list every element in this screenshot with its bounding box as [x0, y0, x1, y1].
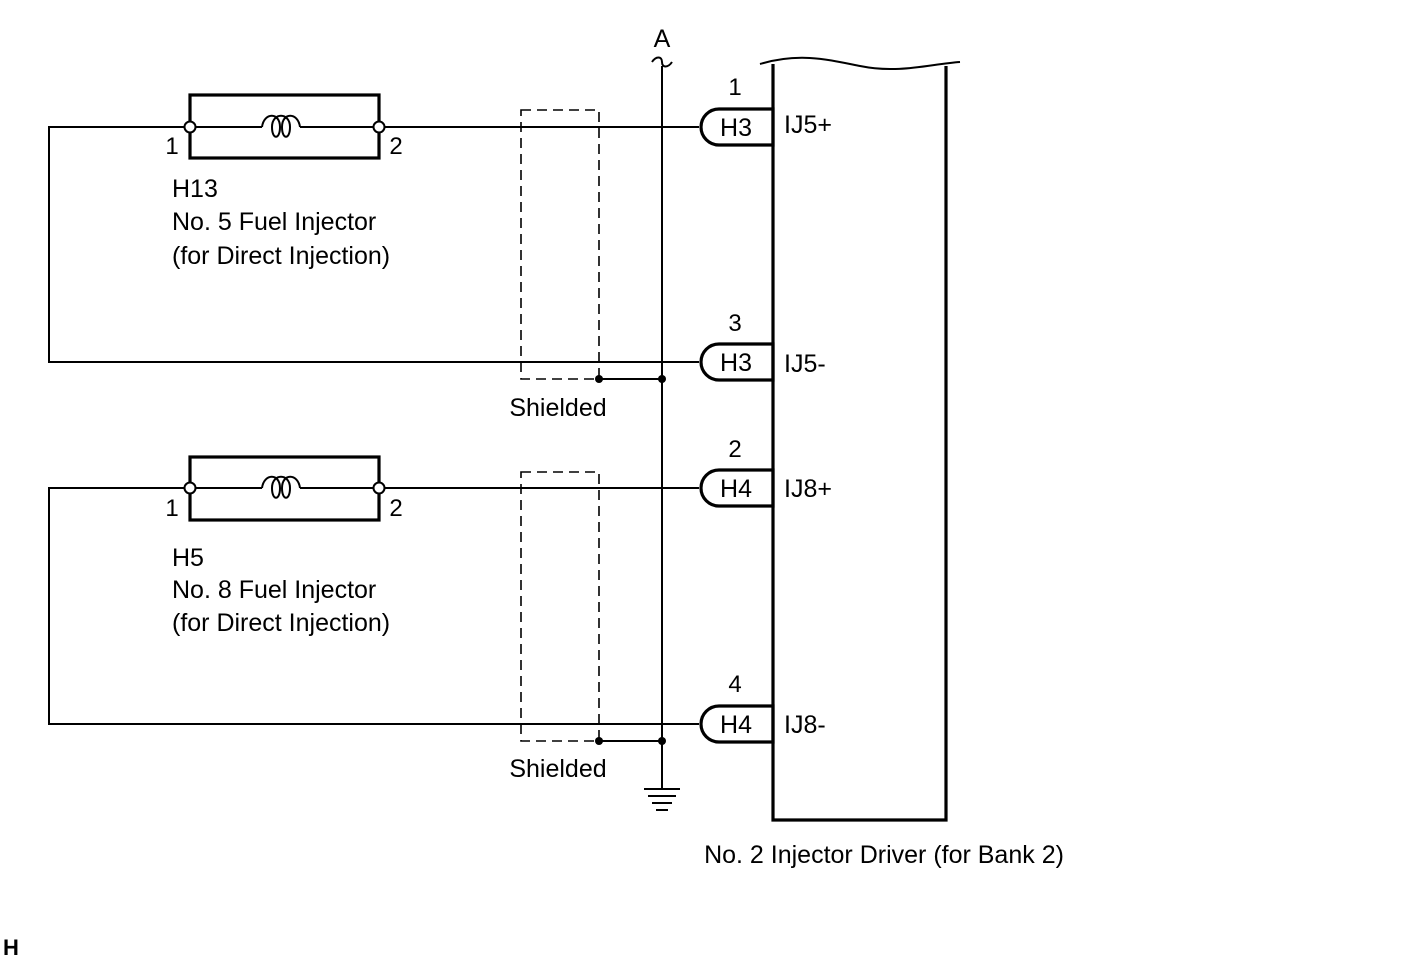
connector-pin-number: 4	[728, 671, 741, 698]
terminal-icon	[372, 120, 386, 134]
injector-pin-label: 2	[389, 133, 402, 160]
wires-injector-no5	[48, 126, 699, 363]
shield-2	[520, 471, 662, 745]
solenoid-coil-icon	[261, 475, 301, 499]
connector-pill-3	[699, 468, 775, 508]
terminal-icon	[183, 120, 197, 134]
terminal-name: IJ5+	[784, 111, 832, 139]
injector-pin-label: 2	[389, 495, 402, 522]
connector-pill-4	[699, 704, 775, 744]
connector-pin-number: 3	[728, 310, 741, 337]
connector-pill-1	[699, 107, 775, 147]
solenoid-coil-icon	[261, 114, 301, 138]
injector-code: H13	[172, 175, 218, 203]
signal-label: A	[654, 25, 671, 53]
connector-code: H4	[720, 475, 752, 503]
connector-code: H4	[720, 711, 752, 739]
ground-icon	[644, 788, 680, 811]
injector-no8	[183, 455, 386, 522]
injector-name: No. 5 Fuel Injector	[172, 208, 376, 236]
injector-driver-block	[759, 56, 961, 822]
shield-1	[520, 109, 662, 383]
shield-label: Shielded	[509, 755, 606, 783]
injector-no5	[183, 93, 386, 160]
corner-mark: H	[3, 935, 19, 959]
connector-code: H3	[720, 349, 752, 377]
injector-detail: (for Direct Injection)	[172, 242, 390, 270]
terminal-icon	[183, 481, 197, 495]
terminal-name: IJ8-	[784, 711, 826, 739]
injector-pin-label: 1	[165, 495, 178, 522]
injector-pin-label: 1	[165, 133, 178, 160]
terminal-name: IJ8+	[784, 475, 832, 503]
driver-name: No. 2 Injector Driver (for Bank 2)	[704, 841, 1064, 869]
connector-pin-number: 1	[728, 74, 741, 101]
connector-code: H3	[720, 114, 752, 142]
wire-break-symbol	[651, 56, 673, 68]
terminal-name: IJ5-	[784, 350, 826, 378]
driver-break-line	[759, 56, 961, 71]
connector-pill-2	[699, 342, 775, 382]
injector-code: H5	[172, 544, 204, 572]
shield-ground-wire	[644, 56, 680, 811]
connector-pin-number: 2	[728, 436, 741, 463]
shield-label: Shielded	[509, 394, 606, 422]
driver-outline	[771, 64, 948, 822]
wires-injector-no8	[48, 487, 699, 725]
injector-name: No. 8 Fuel Injector	[172, 576, 376, 604]
injector-detail: (for Direct Injection)	[172, 609, 390, 637]
terminal-icon	[372, 481, 386, 495]
